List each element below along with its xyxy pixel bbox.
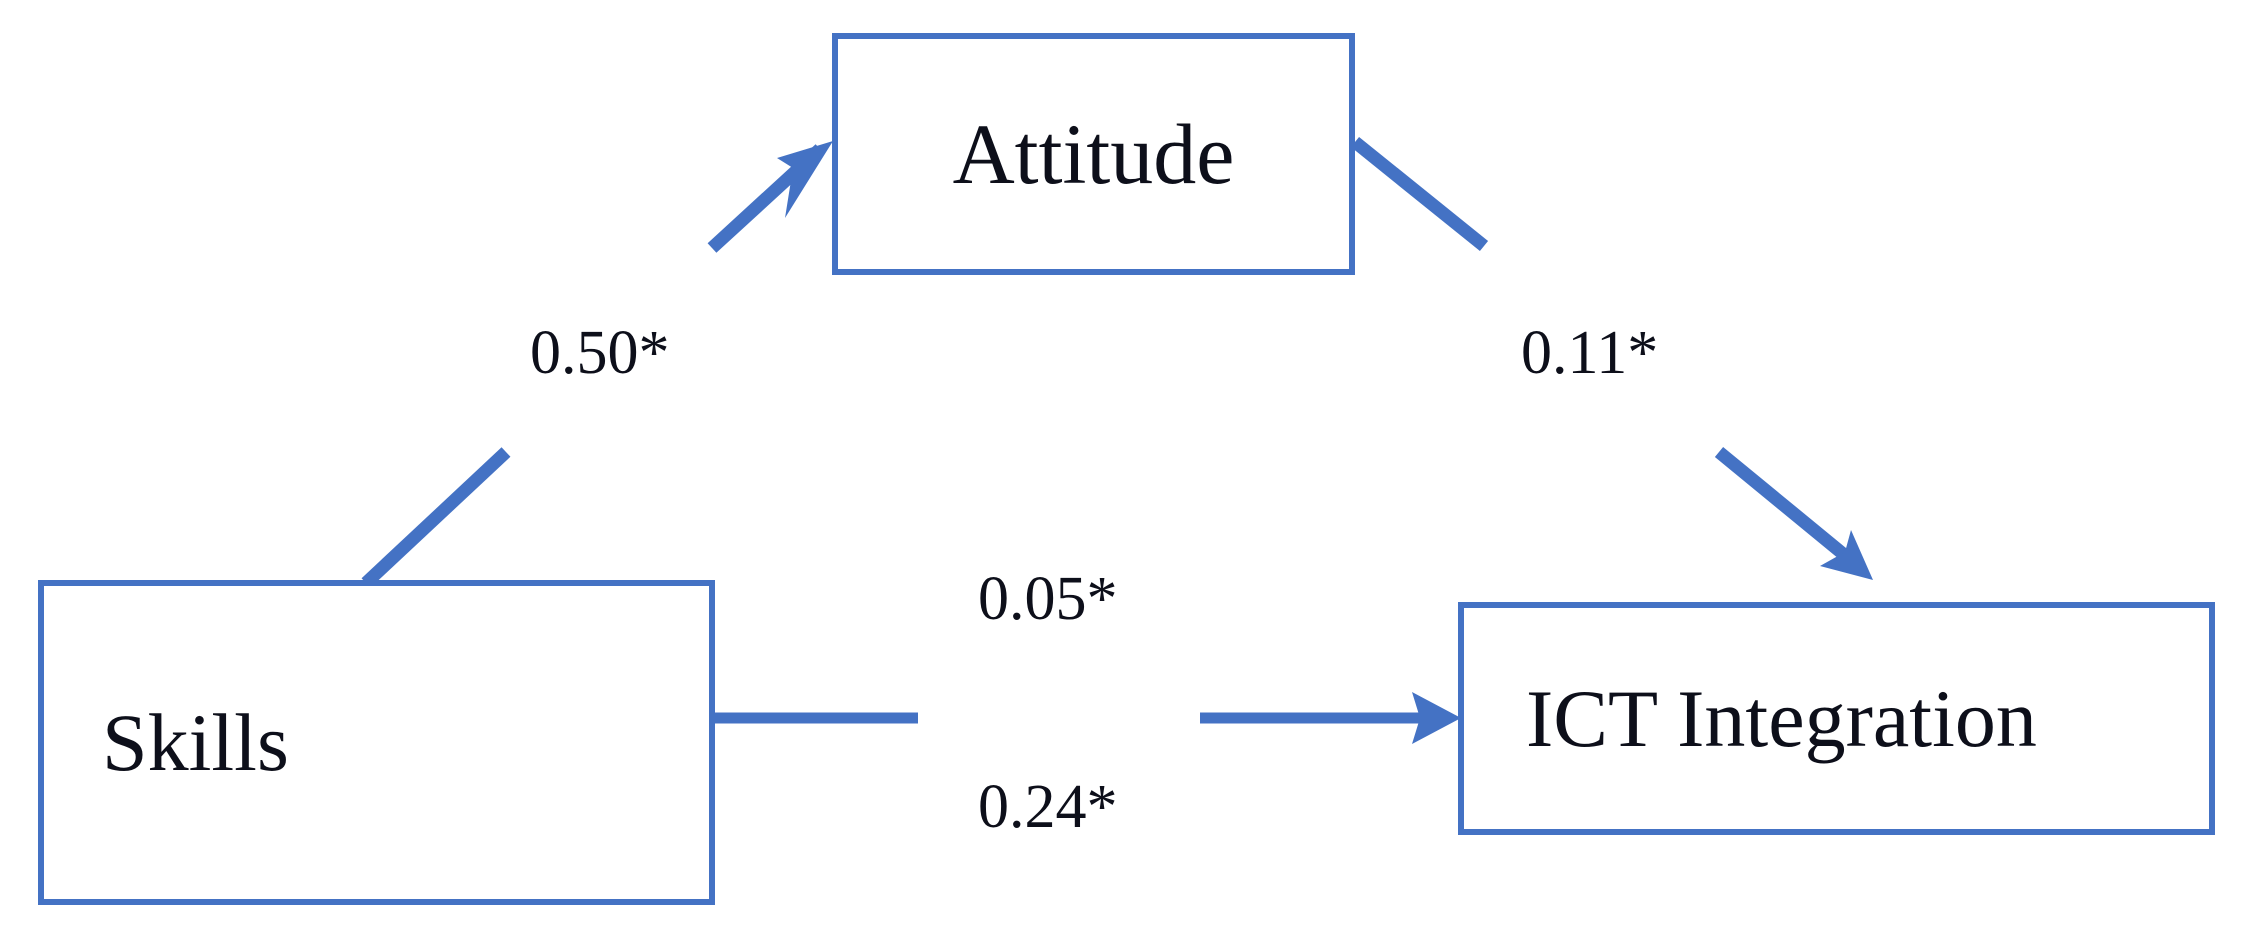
edge-skills-ict-arrowhead [1412, 692, 1461, 744]
edge-skills-attitude-lower-segment [361, 447, 511, 588]
edge-label-skills-ict-bottom: 0.24* [978, 773, 1118, 841]
node-attitude[interactable]: Attitude [832, 33, 1355, 275]
node-skills-label: Skills [102, 696, 289, 788]
node-ict-integration-label: ICT Integration [1526, 672, 2037, 764]
edge-attitude-ict-arrowhead [1820, 530, 1873, 580]
node-skills[interactable]: Skills [38, 580, 715, 905]
node-attitude-label: Attitude [952, 106, 1235, 202]
edge-skills-attitude-upper-segment [707, 144, 825, 253]
edge-skills-attitude-arrowhead [777, 141, 833, 218]
edge-label-attitude-ict: 0.11* [1521, 319, 1659, 387]
node-ict-integration[interactable]: ICT Integration [1458, 602, 2215, 835]
edge-label-skills-ict-top: 0.05* [978, 565, 1118, 633]
edge-attitude-ict-lower-segment [1714, 446, 1853, 564]
edge-attitude-ict-upper-segment [1350, 136, 1489, 252]
edge-label-skills-attitude: 0.50* [530, 319, 670, 387]
